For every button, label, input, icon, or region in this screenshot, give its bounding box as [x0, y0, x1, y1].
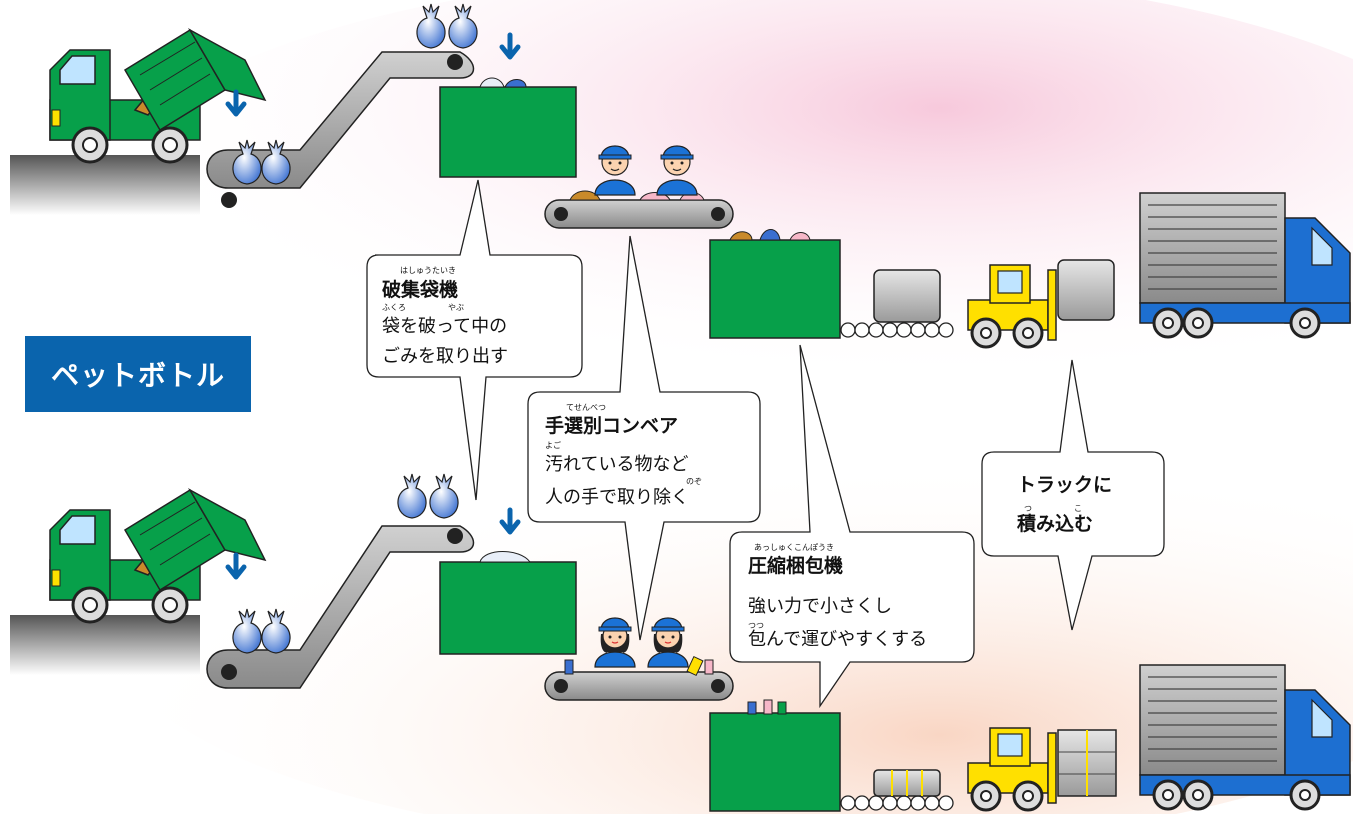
bag-breaker-machine: [439, 561, 577, 655]
top-process-row: [10, 3, 1352, 349]
compressor-machine: [709, 712, 841, 812]
callout-hand-sort: てせんべつ 手選別コンベア よご 汚れている物など のぞ 人の手で取り除く: [527, 235, 761, 641]
loading-platform: [10, 155, 200, 215]
bale: [873, 269, 941, 323]
callout-ruby: つつ: [748, 621, 764, 630]
callout-line: 汚れている物など: [545, 454, 688, 475]
loading-platform: [10, 615, 200, 675]
bale: [1057, 259, 1115, 321]
bottom-process-row: [10, 473, 1352, 812]
compressor-machine: [709, 239, 841, 339]
callout-ruby: のぞ: [686, 477, 702, 486]
hand-sort-conveyor: [544, 199, 734, 229]
callout-title-ruby: はしゅうたいき: [400, 266, 456, 275]
callout-line: トラックに: [1017, 474, 1112, 496]
callout-title: 圧縮梱包機: [748, 554, 843, 577]
callout-line: 強い力で小さくし: [748, 596, 892, 617]
callout-title: 破集袋機: [382, 278, 458, 301]
bag-breaker-machine: [439, 86, 577, 178]
conveyor-icon: [206, 525, 475, 689]
callout-ruby: やぶ: [448, 303, 464, 312]
callout-line: 包んで運びやすくする: [748, 629, 927, 650]
callout-line: ごみを取り出す: [382, 346, 508, 367]
category-label-text: ペットボトル: [50, 359, 225, 392]
bale-stack: [1057, 729, 1117, 797]
callout-line: 袋を破って中の: [382, 316, 507, 337]
callout-title-ruby: あっしゅくこんぽうき: [754, 543, 834, 552]
callout-title-ruby: てせんべつ: [566, 403, 606, 412]
callout-compressor: あっしゅくこんぽうき 圧縮梱包機 強い力で小さくし つつ 包んで運びやすくする: [729, 344, 975, 709]
callout-title: 手選別コンベア: [545, 414, 678, 437]
callout-ruby: ふくろ: [382, 303, 406, 312]
hand-sort-conveyor: [544, 671, 734, 701]
callout-line: 積み込む: [1017, 512, 1093, 535]
callout-truck-load: トラックに つ こ 積み込む: [981, 359, 1165, 631]
callout-bag-breaker: はしゅうたいき 破集袋機 ふくろ やぶ 袋を破って中の ごみを取り出す: [366, 179, 583, 501]
category-label: ペットボトル: [25, 336, 251, 412]
callout-ruby: よご: [545, 440, 561, 450]
callout-ruby: つ: [1024, 504, 1032, 513]
callout-line: 人の手で取り除く: [545, 487, 689, 508]
callout-ruby: こ: [1074, 504, 1082, 513]
